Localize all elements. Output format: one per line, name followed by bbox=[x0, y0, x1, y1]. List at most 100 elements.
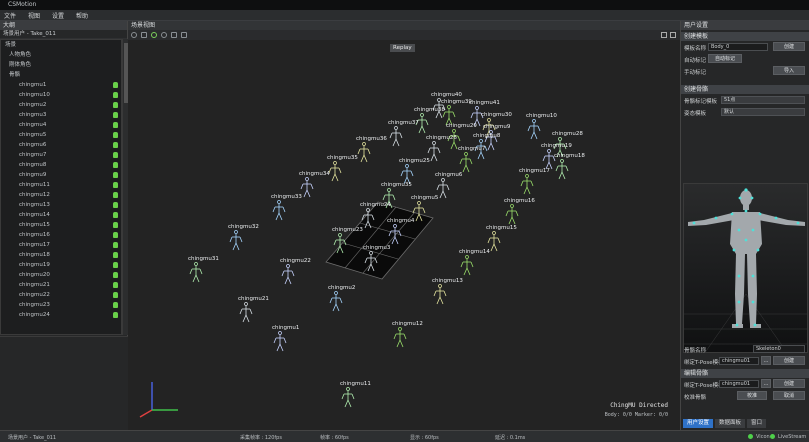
actor-figure[interactable]: chingmu5 bbox=[411, 195, 439, 222]
tab-window[interactable]: 窗口 bbox=[747, 419, 767, 428]
visibility-icon[interactable] bbox=[113, 192, 118, 198]
tree-actor-item[interactable]: chingmu8 bbox=[1, 160, 121, 170]
visibility-icon[interactable] bbox=[113, 202, 118, 208]
create-template-button[interactable]: 创建 bbox=[773, 42, 805, 51]
actor-figure[interactable]: chingmu19 bbox=[541, 143, 572, 170]
actor-figure[interactable]: chingmu25 bbox=[399, 158, 430, 185]
visibility-icon[interactable] bbox=[113, 92, 118, 98]
tree-actor-item[interactable]: chingmu23 bbox=[1, 300, 121, 310]
tree-actor-item[interactable]: chingmu15 bbox=[1, 220, 121, 230]
move-icon[interactable] bbox=[151, 32, 157, 38]
tree-actor-item[interactable]: chingmu21 bbox=[1, 280, 121, 290]
actor-figure[interactable]: chingmu12 bbox=[392, 321, 423, 348]
tree-actor-item[interactable]: chingmu12 bbox=[1, 190, 121, 200]
scrollbar-thumb[interactable] bbox=[124, 43, 128, 103]
actor-figure[interactable]: chingmu10 bbox=[526, 113, 557, 140]
skeleton-marker-template-dropdown[interactable]: 51点 bbox=[721, 96, 805, 104]
browse-button[interactable]: … bbox=[761, 356, 771, 365]
actor-figure[interactable]: chingmu28 bbox=[552, 131, 583, 158]
tree-actor-item[interactable]: chingmu6 bbox=[1, 140, 121, 150]
cancel-calibrate-button[interactable]: 取消 bbox=[773, 391, 805, 400]
actor-figure[interactable]: chingmu38 bbox=[414, 107, 445, 134]
avatar-preview[interactable] bbox=[683, 183, 808, 353]
visibility-icon[interactable] bbox=[113, 212, 118, 218]
actor-figure[interactable]: chingmu33 bbox=[271, 194, 302, 221]
visibility-icon[interactable] bbox=[113, 122, 118, 128]
menu-view[interactable]: 视图 bbox=[28, 12, 41, 20]
tree-root-item[interactable]: 人物角色 bbox=[1, 50, 121, 60]
visibility-icon[interactable] bbox=[113, 262, 118, 268]
visibility-icon[interactable] bbox=[113, 242, 118, 248]
tree-actor-item[interactable]: chingmu3 bbox=[1, 110, 121, 120]
refresh-icon[interactable] bbox=[161, 32, 167, 38]
list-view-icon[interactable] bbox=[670, 32, 676, 38]
visibility-icon[interactable] bbox=[113, 172, 118, 178]
tree-actor-item[interactable]: chingmu18 bbox=[1, 250, 121, 260]
visibility-icon[interactable] bbox=[113, 142, 118, 148]
tree-actor-item[interactable]: chingmu11 bbox=[1, 180, 121, 190]
bind-create-button-2[interactable]: 创建 bbox=[773, 379, 805, 388]
visibility-icon[interactable] bbox=[113, 132, 118, 138]
actor-figure[interactable]: chingmu17 bbox=[519, 168, 550, 195]
visibility-icon[interactable] bbox=[113, 272, 118, 278]
actor-figure[interactable]: chingmu36 bbox=[356, 136, 387, 163]
actor-figure[interactable]: chingmu21 bbox=[238, 296, 269, 323]
actor-figure[interactable]: chingmu24 bbox=[360, 202, 391, 229]
tree-actor-item[interactable]: chingmu7 bbox=[1, 150, 121, 160]
tree-root-item[interactable]: 骨骼 bbox=[1, 70, 121, 80]
visibility-icon[interactable] bbox=[113, 162, 118, 168]
tree-actor-item[interactable]: chingmu19 bbox=[1, 260, 121, 270]
tree-actor-item[interactable]: chingmu16 bbox=[1, 230, 121, 240]
visibility-icon[interactable] bbox=[113, 232, 118, 238]
tree-actor-item[interactable]: chingmu13 bbox=[1, 200, 121, 210]
actor-figure[interactable]: chingmu4 bbox=[387, 218, 415, 245]
actor-figure[interactable]: chingmu35 bbox=[381, 182, 412, 209]
actor-figure[interactable]: chingmu11 bbox=[340, 381, 371, 408]
settings-icon[interactable] bbox=[171, 32, 177, 38]
actor-figure[interactable]: chingmu29 bbox=[446, 123, 477, 150]
camera-icon[interactable] bbox=[131, 32, 137, 38]
actor-figure[interactable]: chingmu6 bbox=[435, 172, 463, 199]
tree-actor-item[interactable]: chingmu20 bbox=[1, 270, 121, 280]
visibility-icon[interactable] bbox=[113, 302, 118, 308]
tab-user-settings[interactable]: 用户设置 bbox=[683, 419, 714, 428]
actor-figure[interactable]: chingmu16 bbox=[504, 198, 535, 225]
actor-figure[interactable]: chingmu22 bbox=[280, 258, 311, 285]
tree-root-item[interactable]: 刚体角色 bbox=[1, 60, 121, 70]
visibility-icon[interactable] bbox=[113, 82, 118, 88]
actor-figure[interactable]: chingmu34 bbox=[299, 171, 330, 198]
actor-figure[interactable]: chingmu8 bbox=[473, 133, 501, 160]
pose-template-dropdown[interactable]: 默认 bbox=[721, 108, 805, 116]
menu-settings[interactable]: 设置 bbox=[52, 12, 65, 20]
actor-figure[interactable]: chingmu3 bbox=[363, 245, 391, 272]
tree-actor-item[interactable]: chingmu22 bbox=[1, 290, 121, 300]
skeleton-name-input[interactable]: Skeleton0 bbox=[753, 345, 805, 353]
visibility-icon[interactable] bbox=[113, 152, 118, 158]
bind-tpose-input[interactable]: chingmu01 bbox=[719, 357, 759, 365]
tree-actor-item[interactable]: chingmu1 bbox=[1, 80, 121, 90]
tree-actor-item[interactable]: chingmu14 bbox=[1, 210, 121, 220]
actor-figure[interactable]: chingmu26 bbox=[426, 135, 457, 162]
outline-scrollbar[interactable] bbox=[122, 39, 128, 335]
actor-figure[interactable]: chingmu14 bbox=[459, 249, 490, 276]
tree-actor-item[interactable]: chingmu17 bbox=[1, 240, 121, 250]
tree-actor-item[interactable]: chingmu24 bbox=[1, 310, 121, 320]
import-button[interactable]: 导入 bbox=[773, 66, 805, 75]
bind-create-button[interactable]: 创建 bbox=[773, 356, 805, 365]
actor-figure[interactable]: chingmu37 bbox=[388, 120, 419, 147]
visibility-icon[interactable] bbox=[113, 312, 118, 318]
actor-figure[interactable]: chingmu2 bbox=[328, 285, 355, 312]
actor-figure[interactable]: chingmu40 bbox=[431, 92, 462, 119]
tree-actor-item[interactable]: chingmu10 bbox=[1, 90, 121, 100]
menu-file[interactable]: 文件 bbox=[4, 12, 17, 20]
actor-figure[interactable]: chingmu13 bbox=[432, 278, 463, 305]
actor-figure[interactable]: chingmu39 bbox=[441, 99, 472, 126]
actor-figure[interactable]: chingmu35 bbox=[327, 155, 358, 182]
tree-actor-item[interactable]: chingmu4 bbox=[1, 120, 121, 130]
actor-figure[interactable]: chingmu1 bbox=[272, 325, 299, 352]
actor-figure[interactable]: chingmu9 bbox=[483, 124, 511, 151]
actor-figure[interactable]: chingmu18 bbox=[554, 153, 585, 180]
actor-figure[interactable]: chingmu23 bbox=[332, 227, 363, 254]
tree-actor-item[interactable]: chingmu9 bbox=[1, 170, 121, 180]
